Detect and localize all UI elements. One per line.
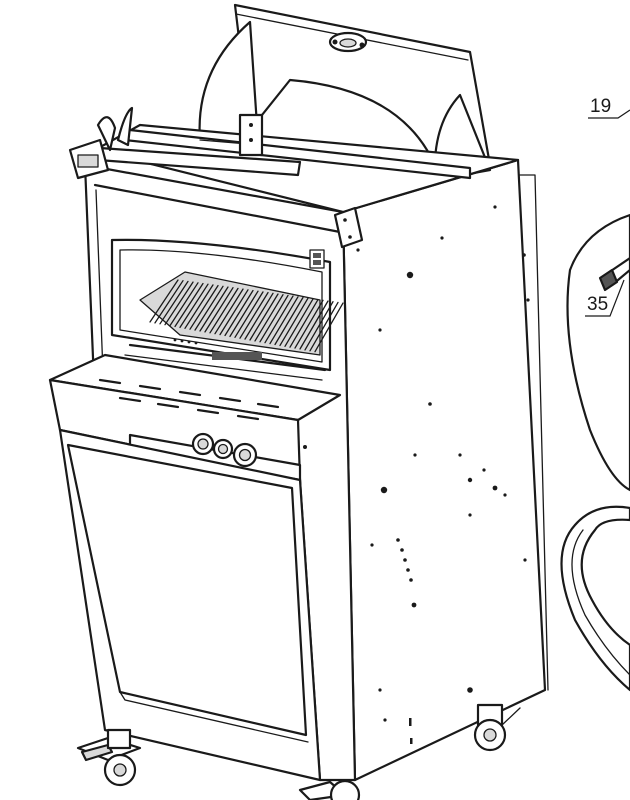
- blade-line: [224, 289, 254, 337]
- blade-rack: [139, 271, 344, 356]
- blade-line: [249, 293, 279, 341]
- blade-line: [259, 294, 289, 343]
- lid-hinge-post: [238, 113, 264, 157]
- blade-line: [204, 287, 234, 333]
- caster-front-left: [76, 728, 142, 787]
- control-knob-1[interactable]: [191, 432, 215, 456]
- caster-front-right: [298, 779, 361, 800]
- lid-handle-icon: [328, 31, 368, 53]
- side-panel-holes: [356, 205, 530, 744]
- blade-line: [269, 296, 299, 345]
- blade-line: [304, 301, 334, 351]
- slicing-chamber: [110, 238, 344, 381]
- blade-line: [174, 282, 204, 328]
- cabinet-side-panel: [341, 158, 549, 782]
- blade-line: [289, 298, 319, 348]
- blade-line: [314, 302, 344, 353]
- hinge-bracket: [333, 206, 364, 249]
- blade-line: [214, 288, 244, 335]
- caster-rear-right: [473, 703, 521, 752]
- control-knob-2[interactable]: [212, 438, 234, 460]
- top-lid: [198, 3, 492, 182]
- blade-line: [264, 295, 294, 344]
- callout-19: 19: [588, 96, 630, 119]
- blade-line: [294, 299, 324, 349]
- blade-line: [189, 284, 219, 330]
- blade-line: [154, 280, 184, 324]
- detail-inset: [566, 213, 630, 492]
- blade-line: [284, 298, 314, 347]
- pusher-arm: [68, 106, 134, 180]
- blade-line: [279, 297, 309, 347]
- blade-guard-fingers: [212, 352, 262, 360]
- blade-line: [244, 292, 274, 340]
- top-deck: [68, 106, 520, 249]
- blade-line: [239, 291, 269, 339]
- blade-line: [184, 284, 214, 329]
- inset-part: [598, 256, 630, 292]
- blade-line: [149, 279, 179, 323]
- blade-line: [159, 280, 189, 325]
- blade-line: [234, 291, 264, 338]
- blade-line: [209, 287, 239, 334]
- blade-line: [299, 300, 329, 350]
- warning-label-icon: [309, 249, 325, 269]
- blade-line: [179, 283, 209, 329]
- blade-line: [229, 290, 259, 338]
- control-knob-3[interactable]: [232, 442, 258, 468]
- blade-line: [309, 301, 339, 352]
- blade-line: [274, 296, 304, 346]
- tray-slots: [98, 378, 280, 421]
- blade-line: [164, 281, 194, 326]
- callout-19-label: 19: [590, 96, 611, 117]
- callout-35: 35: [585, 279, 625, 317]
- blade-line: [194, 285, 224, 331]
- blade-line: [169, 282, 199, 327]
- lower-door: [58, 428, 322, 782]
- blade-line: [254, 294, 284, 342]
- drive-belt: [560, 505, 630, 692]
- blade-line: [199, 286, 229, 332]
- blade-line: [219, 289, 249, 336]
- callout-35-label: 35: [587, 294, 608, 315]
